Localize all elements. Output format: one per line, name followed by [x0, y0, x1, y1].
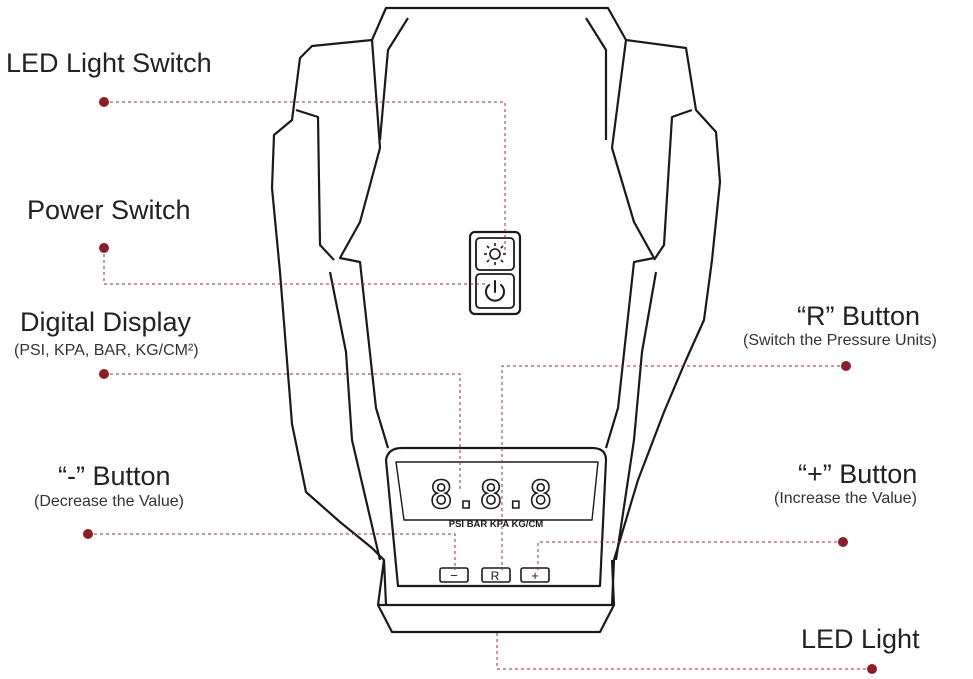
leader-r-button: [501, 365, 846, 570]
right-wing: [610, 38, 722, 606]
left-wing-inner: [295, 108, 335, 261]
dot-power-switch: [99, 243, 109, 253]
display-units: PSI BAR KPA KG/CM: [449, 519, 544, 530]
sun-icon: [484, 243, 506, 265]
label-digital-display: Digital Display: [20, 307, 192, 337]
power-icon: [485, 280, 505, 302]
label-minus-button: “-” Button: [58, 461, 171, 491]
display-panel: [384, 446, 608, 588]
dot-minus-button: [83, 529, 93, 539]
dot-led-light: [867, 664, 877, 674]
led-switch-button: [475, 237, 515, 271]
leader-led-switch: [104, 101, 506, 252]
dot-digital-display: [99, 369, 109, 379]
right-wing-inner: [653, 108, 693, 261]
leader-plus-button: [537, 541, 843, 570]
dot-led-switch: [99, 97, 109, 107]
leader-lines: [88, 101, 872, 670]
label-digital-display-sub: (PSI, KPA, BAR, KG/CM²): [14, 342, 199, 359]
minus-key: [439, 567, 469, 583]
left-wing: [270, 38, 388, 606]
label-plus-button-sub: (Increase the Value): [774, 490, 917, 507]
top-left-ridge: [378, 17, 409, 141]
top-body: [370, 6, 627, 41]
center-shield: [338, 39, 390, 449]
switch-housing: [468, 230, 522, 316]
device-outline: [270, 6, 722, 634]
minus-key-label: −: [450, 568, 458, 583]
leader-digital-display: [104, 373, 461, 490]
dot-plus-button: [838, 537, 848, 547]
r-key: [481, 567, 511, 583]
label-led-light: LED Light: [801, 624, 920, 654]
bottom-base: [376, 559, 616, 634]
callout-dots: [83, 97, 877, 674]
leader-led-light: [496, 632, 872, 670]
label-led-light-switch: LED Light Switch: [6, 48, 212, 78]
label-r-button: “R” Button: [797, 301, 921, 331]
power-switch-button: [475, 273, 515, 309]
leader-power-switch: [103, 248, 488, 285]
plus-key-label: +: [531, 568, 539, 583]
right-panel-line: [614, 271, 658, 561]
leader-minus-button: [88, 533, 456, 570]
label-power-switch: Power Switch: [27, 195, 191, 225]
plus-key: [520, 567, 550, 583]
display-window: [395, 461, 599, 521]
label-minus-button-sub: (Decrease the Value): [34, 493, 184, 510]
top-right-ridge: [585, 17, 608, 140]
label-r-button-sub: (Switch the Pressure Units): [743, 332, 937, 349]
left-panel-line: [328, 271, 382, 561]
center-shield-right: [604, 39, 656, 449]
dot-r-button: [841, 361, 851, 371]
display-digits: 8.8.8: [430, 473, 554, 517]
label-plus-button: “+” Button: [798, 459, 918, 489]
r-key-label: R: [491, 569, 500, 583]
